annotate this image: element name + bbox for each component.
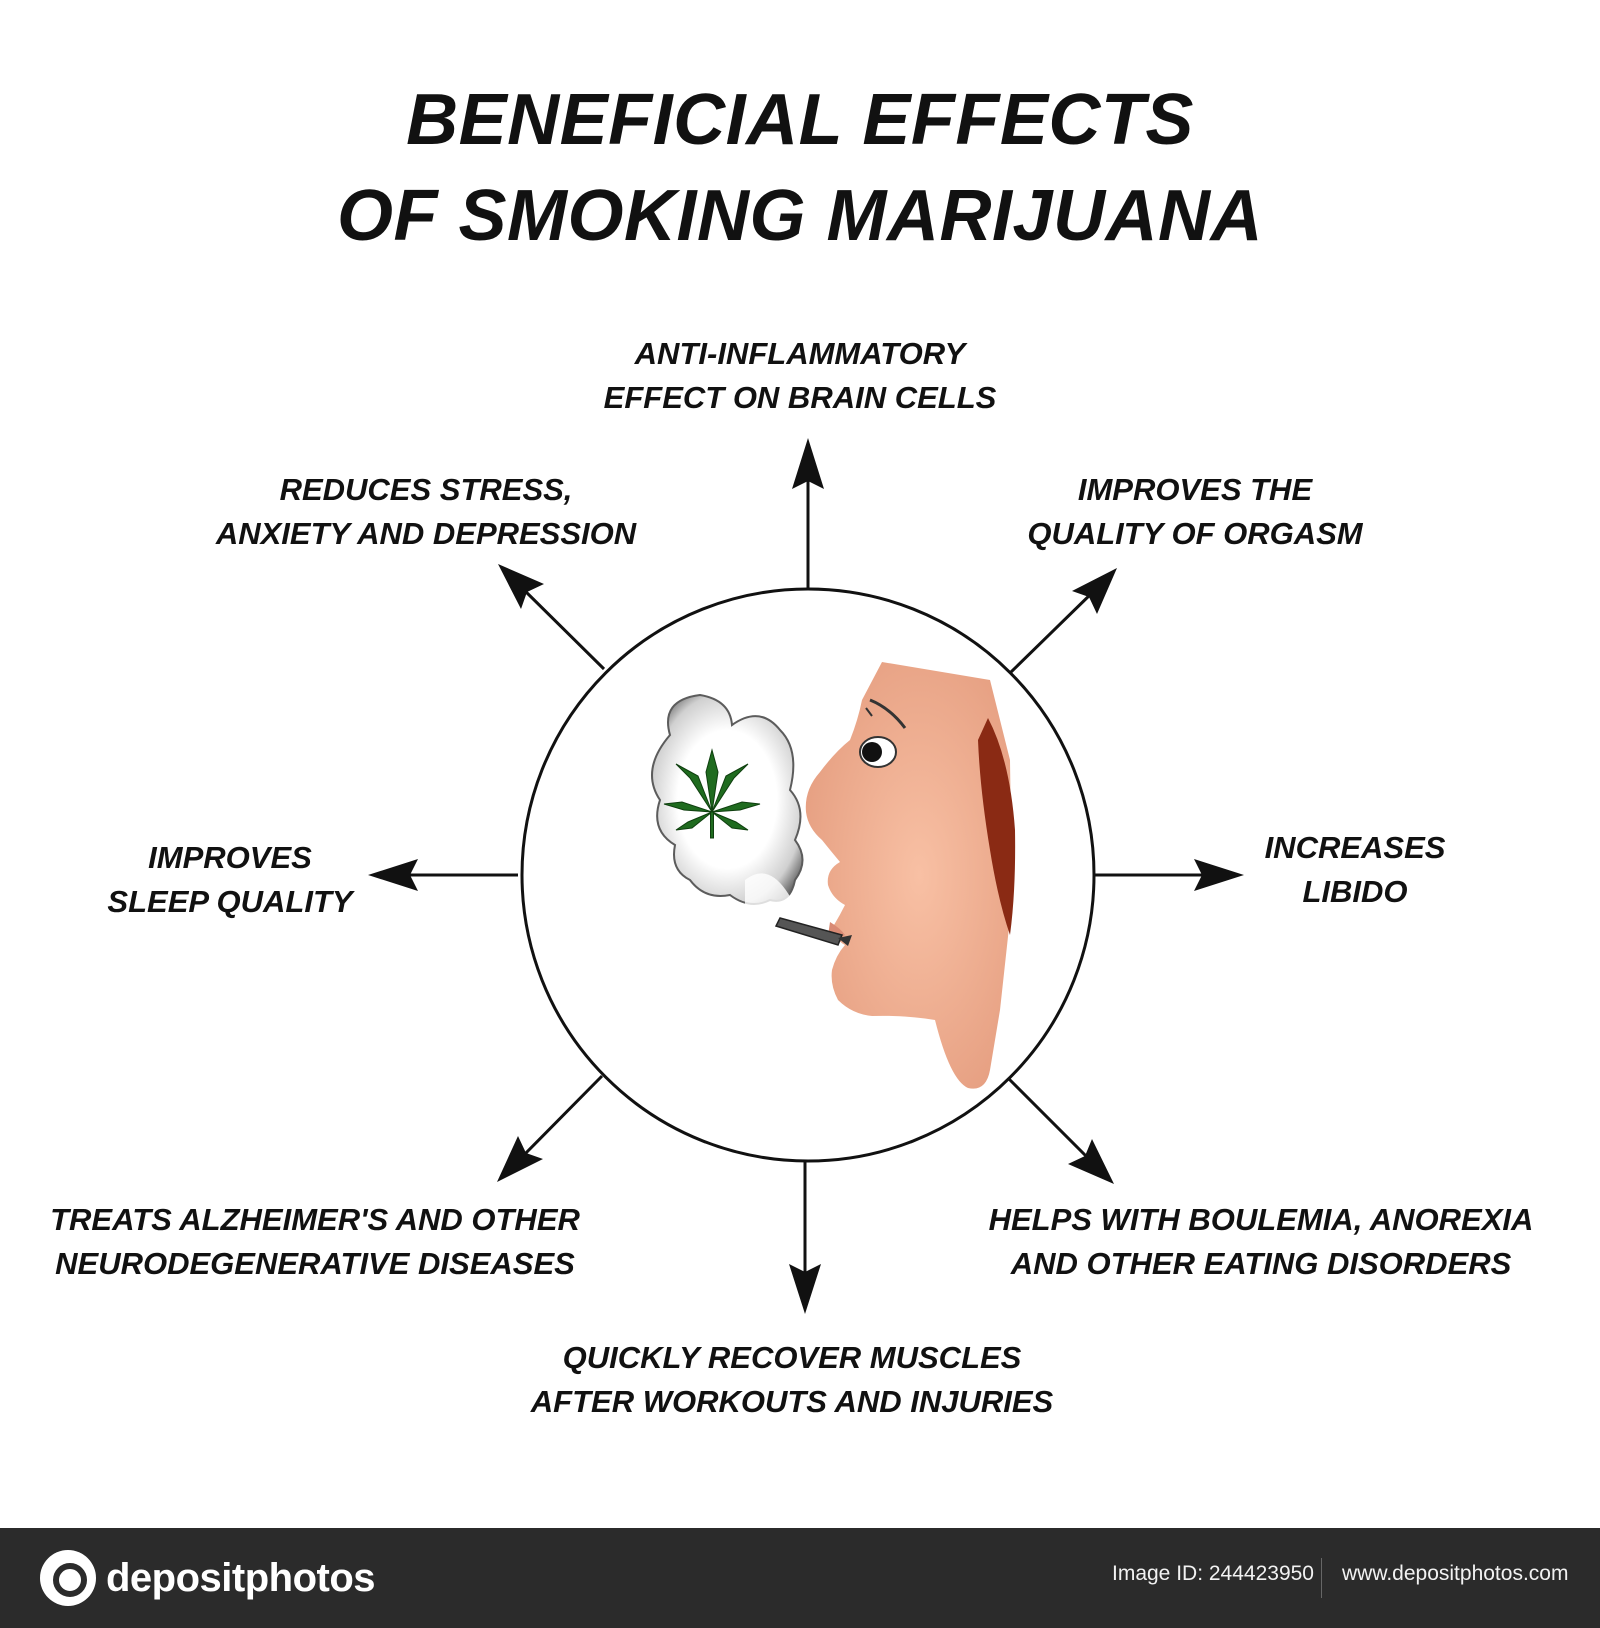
footer-bar: depositphotos Image ID: 244423950 www.de… bbox=[0, 1528, 1600, 1628]
face-skin bbox=[805, 662, 1012, 1089]
arrows bbox=[368, 438, 1244, 1314]
effect-top-right-line-2: QUALITY OF ORGASM bbox=[1027, 516, 1363, 551]
effect-top-left-line-1: REDUCES STRESS, bbox=[279, 472, 573, 507]
effect-top-left-line-2: ANXIETY AND DEPRESSION bbox=[215, 516, 637, 551]
title-line-2: OF SMOKING MARIJUANA bbox=[337, 176, 1263, 256]
arrow-down-right bbox=[1006, 1076, 1114, 1184]
face-illustration bbox=[805, 662, 1016, 1089]
effect-right-line-1: INCREASES bbox=[1264, 830, 1446, 865]
effect-bottom-left-line-1: TREATS ALZHEIMER'S AND OTHER bbox=[50, 1202, 580, 1237]
brand-logo[interactable]: depositphotos bbox=[40, 1550, 376, 1606]
arrow-right bbox=[1094, 859, 1244, 891]
smoke-cloud bbox=[651, 693, 804, 912]
arrow-down bbox=[789, 1162, 821, 1314]
effect-right-line-2: LIBIDO bbox=[1302, 874, 1408, 909]
effects-diagram bbox=[368, 438, 1244, 1314]
effect-label-left: IMPROVES SLEEP QUALITY bbox=[100, 836, 360, 924]
effect-bottom-line-2: AFTER WORKOUTS AND INJURIES bbox=[530, 1384, 1054, 1419]
effect-bottom-right-line-2: AND OTHER EATING DISORDERS bbox=[1010, 1246, 1512, 1281]
effect-left-line-2: SLEEP QUALITY bbox=[107, 884, 353, 919]
effect-label-bottom: QUICKLY RECOVER MUSCLES AFTER WORKOUTS A… bbox=[512, 1336, 1072, 1424]
effect-label-bottom-right: HELPS WITH BOULEMIA, ANOREXIA AND OTHER … bbox=[966, 1198, 1556, 1286]
arrow-up-left bbox=[498, 564, 606, 671]
effect-top-right-line-1: IMPROVES THE bbox=[1077, 472, 1313, 507]
arrow-down-left bbox=[497, 1074, 604, 1182]
effect-label-top-right: IMPROVES THE QUALITY OF ORGASM bbox=[1010, 468, 1380, 556]
eyelash-mark bbox=[865, 707, 873, 717]
effect-bottom-right-line-1: HELPS WITH BOULEMIA, ANOREXIA bbox=[988, 1202, 1534, 1237]
effect-top-line-2: EFFECT ON BRAIN CELLS bbox=[603, 380, 997, 415]
effect-top-line-1: ANTI-INFLAMMATORY bbox=[634, 336, 966, 371]
arrow-left bbox=[368, 859, 518, 891]
title-line-1: BENEFICIAL EFFECTS bbox=[406, 80, 1194, 160]
effect-bottom-left-line-2: NEURODEGENERATIVE DISEASES bbox=[55, 1246, 575, 1281]
effect-label-top-left: REDUCES STRESS, ANXIETY AND DEPRESSION bbox=[196, 468, 656, 556]
eyebrow bbox=[869, 698, 907, 729]
effect-bottom-line-1: QUICKLY RECOVER MUSCLES bbox=[562, 1340, 1022, 1375]
effect-label-bottom-left: TREATS ALZHEIMER'S AND OTHER NEURODEGENE… bbox=[24, 1198, 606, 1286]
arrow-up bbox=[792, 438, 824, 589]
hair bbox=[978, 718, 1016, 935]
effect-left-line-1: IMPROVES bbox=[148, 840, 312, 875]
effect-label-top: ANTI-INFLAMMATORY EFFECT ON BRAIN CELLS bbox=[600, 332, 1000, 420]
brand-name: depositphotos bbox=[106, 1555, 376, 1600]
footer-divider bbox=[1321, 1558, 1322, 1598]
website-link[interactable]: www.depositphotos.com bbox=[1342, 1562, 1569, 1585]
eye-pupil bbox=[862, 742, 882, 762]
page-title: BENEFICIAL EFFECTS OF SMOKING MARIJUANA bbox=[0, 72, 1600, 264]
effect-label-right: INCREASES LIBIDO bbox=[1255, 826, 1455, 914]
camera-logo-icon bbox=[40, 1550, 96, 1606]
arrow-up-right bbox=[1008, 568, 1117, 675]
joint bbox=[774, 917, 852, 946]
image-id: Image ID: 244423950 bbox=[1112, 1562, 1314, 1585]
cannabis-leaf-icon bbox=[663, 748, 761, 839]
